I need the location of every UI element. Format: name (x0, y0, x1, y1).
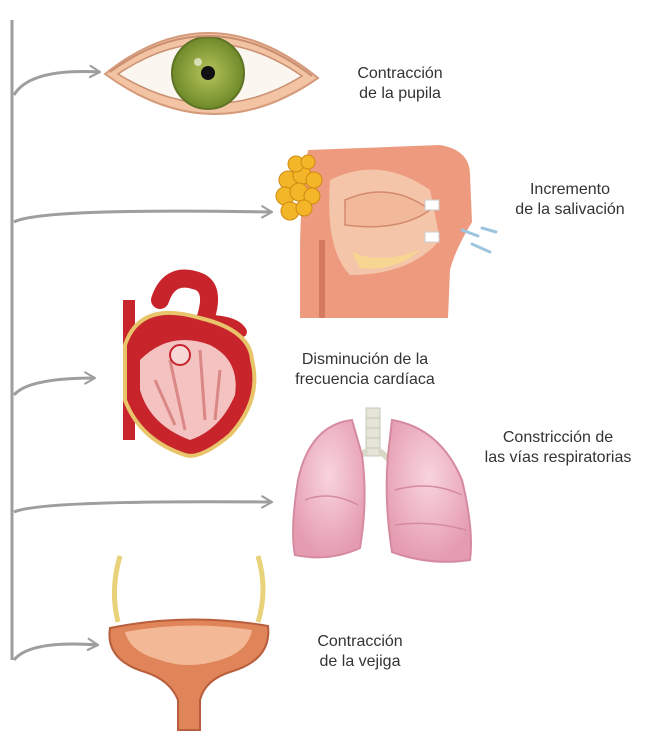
branch-arrow-lungs (14, 502, 272, 512)
bladder-icon (109, 556, 268, 730)
label-salivation-increase: Incremento de la salivación (495, 180, 645, 220)
label-heart-rate-decrease: Disminución de la frecuencia cardíaca (275, 350, 455, 390)
branch-arrow-salivary (14, 211, 272, 222)
lungs-icon (293, 408, 471, 562)
branch-arrow-heart (14, 378, 95, 395)
branch-arrow-bladder (14, 644, 98, 660)
label-bladder-contraction: Contracción de la vejiga (285, 632, 435, 672)
eye-icon (105, 33, 318, 114)
label-pupil-contraction: Contracción de la pupila (325, 64, 475, 104)
heart-icon (123, 279, 254, 456)
salivary-gland-icon (276, 145, 496, 318)
label-airway-constriction: Constricción de las vías respiratorias (463, 428, 653, 468)
branch-arrow-eye (14, 71, 100, 95)
